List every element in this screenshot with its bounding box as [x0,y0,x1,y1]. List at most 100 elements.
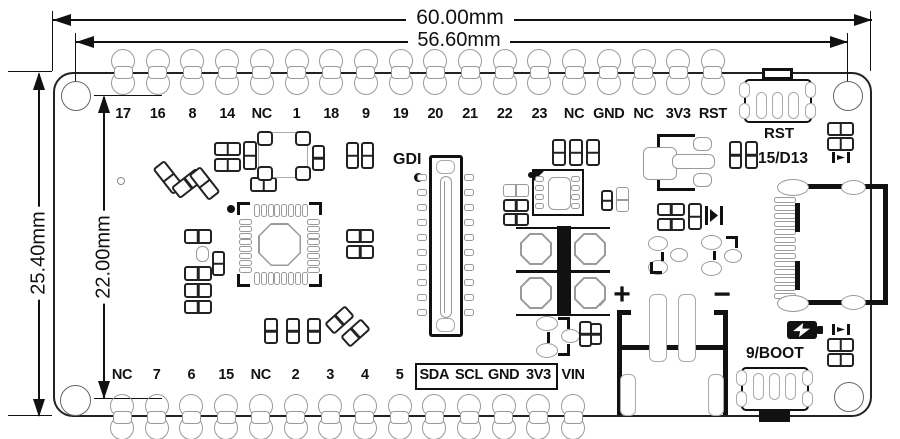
ic-pin [288,272,294,285]
pin-pad [286,410,305,424]
usb-mount-pad [777,179,809,196]
dim-arrow-right-icon [830,36,848,48]
smd-part [693,173,712,187]
mcu-ic [237,202,323,288]
smd-part [346,142,359,169]
crystal-oscillator [257,131,311,181]
inductor [516,270,610,316]
smd-part [672,154,715,169]
smd-part [657,218,685,231]
usb-pin [774,221,796,227]
battery-connector [615,286,730,417]
ic-pin [294,204,301,217]
pin-label-bottom: NC [111,367,133,383]
battery-wall [617,310,631,315]
ic-pin [239,266,252,273]
boot-button-label: 9/BOOT [746,345,804,362]
smd-part [569,139,583,166]
ic-pin [307,225,320,232]
usb-pin [774,197,796,203]
pin-label-top: 19 [392,106,409,122]
fpc-pin [417,234,427,241]
smd-part [184,283,212,298]
fpc-pin [464,309,474,316]
ic-pin [281,204,288,217]
dim-arrow-left-icon [53,14,71,26]
switch-pad [802,370,813,386]
fpc-pin [417,279,427,286]
ic-pin [301,204,308,217]
pin-label-bottom: 6 [187,367,196,383]
fpc-pin [417,264,427,271]
smd-part [657,174,695,191]
battery-negative-label: − [713,278,731,311]
smd-part [643,147,677,180]
ic-pin [535,185,544,191]
smd-part [346,245,374,259]
fpc-pin [464,204,474,211]
smd-part [670,248,688,262]
smd-part [214,158,241,172]
smd-part [528,172,534,178]
pin-pad [424,410,444,424]
pin-label-top: 8 [188,106,197,122]
smd-part [745,141,758,169]
inductor-pad [522,235,550,263]
ic-pin [294,272,301,285]
smd-part [536,343,558,358]
smd-part [827,338,854,352]
fpc-pin [464,294,474,301]
ic-pin [307,259,320,266]
usb-mount-pad [841,295,866,310]
dim-arrow-up-icon [33,72,45,90]
extension-line [75,33,76,88]
dim-label-inner-width: 56.60mm [408,30,510,51]
pin-pad [113,65,133,79]
smd-part [243,141,257,170]
pin-pad [147,410,167,424]
smd-part [503,213,529,226]
smd-part [547,332,550,343]
fpc-pin [464,264,474,271]
smd-part [657,203,685,216]
smd-part [616,187,629,212]
smd-part [586,139,600,166]
ic-pin [307,239,320,246]
extension-line [8,415,52,416]
pin-label-top: 18 [323,106,339,122]
switch-pad [736,391,747,407]
usb-pin [774,213,796,219]
smd-part [601,190,613,211]
pin-pad [668,65,688,79]
inductor-pad [576,279,604,307]
switch-actuator [759,410,790,422]
smd-part [361,142,374,169]
smd-part [312,145,325,171]
smd-part [827,353,854,367]
ic-pin [274,204,281,217]
smd-part [286,318,300,344]
pin-label-top: 14 [219,106,235,122]
pin-pad [599,65,619,79]
usb-connector [772,176,892,313]
fpc-pin [464,279,474,286]
ic-pin [307,253,320,259]
ic-body [259,224,300,265]
pin-label-bottom: 7 [152,367,161,383]
pin-label-top: 16 [149,106,166,122]
gdi-connector [417,155,474,337]
ic-pin [535,203,544,209]
pin-label-top: 1 [292,106,301,122]
pin-label-top: NC [633,106,654,122]
ic-pin [274,272,281,285]
battery-pin-slot [649,294,667,362]
fpc-pin [417,294,427,301]
ic-body [548,177,571,210]
reset-button-label: RST [764,125,794,142]
pin-label-top: 22 [496,106,513,122]
ic-pin [288,204,294,217]
smd-part [346,229,374,243]
ic-pin [239,232,252,239]
smd-part [729,141,742,169]
